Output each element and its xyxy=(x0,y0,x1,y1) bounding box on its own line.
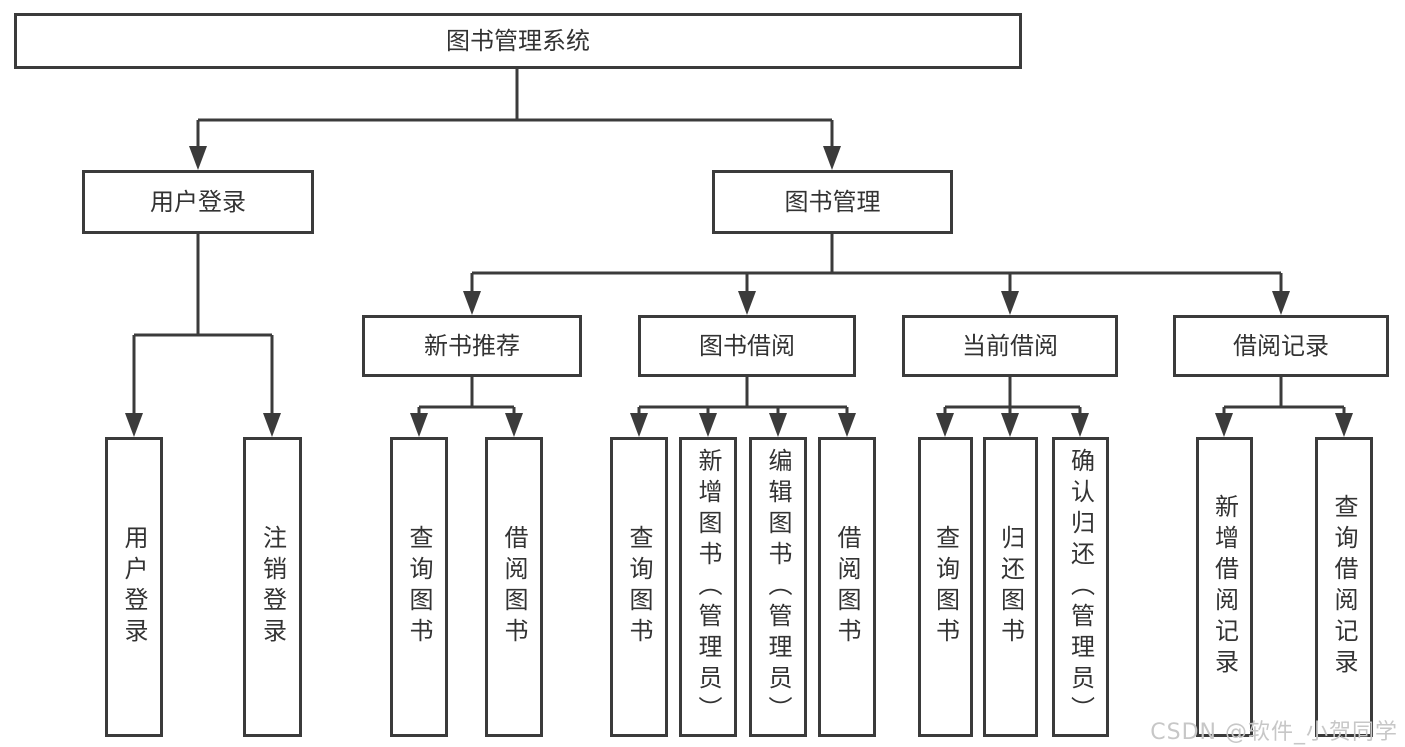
node-book-borrowing: 图书借阅 xyxy=(638,315,856,377)
leaf-query-borrow-record: 查询借阅记录 xyxy=(1315,437,1373,737)
node-borrowing-records: 借阅记录 xyxy=(1173,315,1389,377)
node-book-management: 图书管理 xyxy=(712,170,953,234)
leaf-add-borrow-record: 新增借阅记录 xyxy=(1196,437,1253,737)
node-new-book-recommendation: 新书推荐 xyxy=(362,315,582,377)
leaf-query-books-borrowing: 查询图书 xyxy=(610,437,668,737)
leaf-add-books-admin: 新增图书（管理员） xyxy=(679,437,737,737)
leaf-query-books-recommend: 查询图书 xyxy=(390,437,448,737)
leaf-borrow-books-borrowing: 借阅图书 xyxy=(818,437,876,737)
leaf-edit-books-admin: 编辑图书（管理员） xyxy=(749,437,807,737)
node-root-library-management-system: 图书管理系统 xyxy=(14,13,1022,69)
leaf-return-books: 归还图书 xyxy=(983,437,1038,737)
leaf-confirm-return-admin: 确认归还（管理员） xyxy=(1052,437,1109,737)
leaf-logout-login: 注销登录 xyxy=(243,437,302,737)
leaf-query-books-current: 查询图书 xyxy=(918,437,973,737)
node-user-login: 用户登录 xyxy=(82,170,314,234)
watermark-text: CSDN @软件_小贺同学 xyxy=(1150,720,1398,745)
leaf-borrow-books-recommend: 借阅图书 xyxy=(485,437,543,737)
node-current-borrowing: 当前借阅 xyxy=(902,315,1118,377)
leaf-user-login: 用户登录 xyxy=(105,437,163,737)
